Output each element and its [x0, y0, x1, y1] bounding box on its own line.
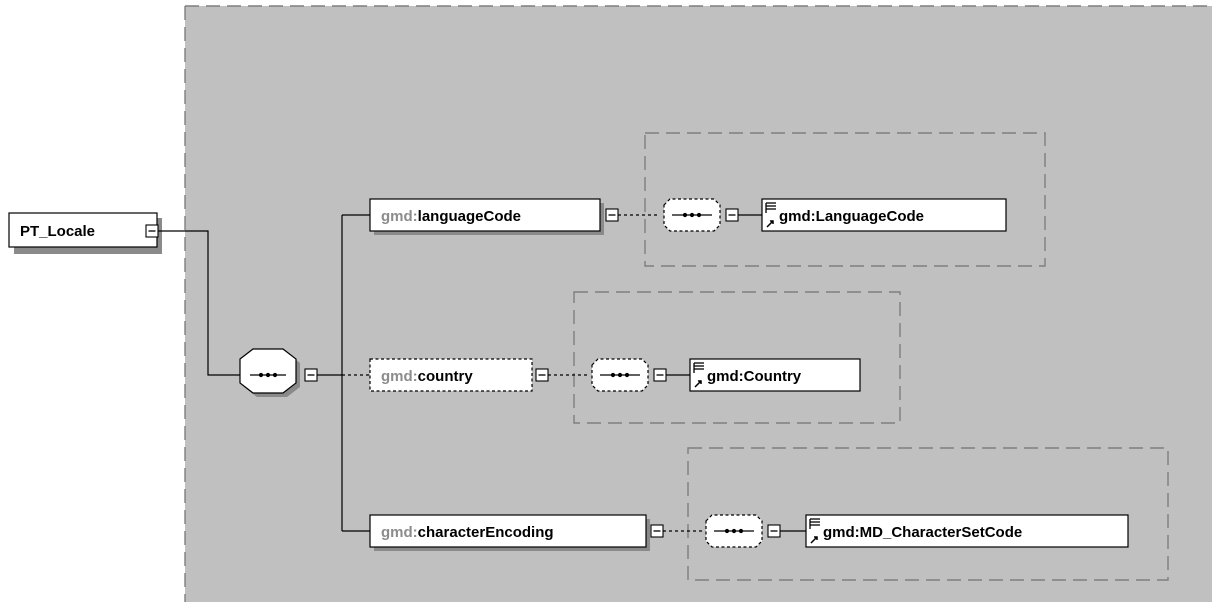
sequence-collapse-toggle[interactable] — [304, 368, 318, 382]
element-name: characterEncoding — [418, 524, 554, 541]
sequence-compositor-icon — [600, 372, 640, 378]
connector-root-sequence — [158, 230, 240, 376]
main-sequence-compositor[interactable] — [239, 348, 300, 397]
country-collapse-toggle[interactable] — [535, 368, 549, 382]
characterencoding-sequence-toggle[interactable] — [767, 524, 781, 538]
type-node-label: gmd:MD_CharacterSetCode — [823, 524, 1022, 541]
languagecode-sequence-compositor[interactable] — [663, 198, 721, 232]
diagram-canvas — [185, 6, 1212, 602]
prefix-separator: : — [413, 368, 418, 385]
languagecode-collapse-toggle[interactable] — [605, 208, 619, 222]
sequence-compositor-icon — [714, 528, 754, 534]
element-label: gmd:languageCode — [381, 208, 521, 225]
element-box — [369, 358, 533, 392]
element-name: country — [418, 368, 474, 385]
sequence-compositor-icon — [250, 372, 286, 378]
root-element[interactable]: PT_Locale — [8, 212, 162, 254]
compositor-shape — [239, 348, 297, 394]
characterencoding-collapse-toggle[interactable] — [650, 524, 664, 538]
type-node-characterencoding[interactable]: gmd:MD_CharacterSetCode — [805, 514, 1129, 548]
namespace-prefix: gmd — [381, 208, 413, 225]
type-reference-icon — [765, 202, 776, 228]
sequence-compositor-icon — [672, 212, 712, 218]
element-label: gmd:country — [381, 368, 473, 385]
type-node-box — [761, 198, 1007, 232]
root-element-label: PT_Locale — [20, 223, 95, 240]
type-node-languagecode[interactable]: gmd:LanguageCode — [761, 198, 1007, 232]
type-reference-icon — [693, 362, 704, 388]
element-languagecode[interactable]: gmd:languageCode — [369, 198, 604, 235]
element-box — [369, 514, 647, 548]
element-characterencoding[interactable]: gmd:characterEncoding — [369, 514, 650, 551]
element-label: gmd:characterEncoding — [381, 524, 554, 541]
type-node-box — [805, 514, 1129, 548]
namespace-prefix: gmd — [381, 524, 413, 541]
root-collapse-toggle[interactable] — [145, 224, 159, 238]
type-reference-icon — [809, 518, 820, 544]
prefix-separator: : — [413, 524, 418, 541]
country-sequence-compositor[interactable] — [591, 358, 649, 392]
element-country[interactable]: gmd:country — [369, 358, 533, 392]
element-name: languageCode — [418, 208, 521, 225]
type-frame-characterencoding — [687, 447, 1169, 581]
characterencoding-sequence-compositor[interactable] — [705, 514, 763, 548]
element-box — [369, 198, 601, 232]
namespace-prefix: gmd — [381, 368, 413, 385]
type-node-country[interactable]: gmd:Country — [689, 358, 861, 392]
prefix-separator: : — [413, 208, 418, 225]
type-node-label: gmd:Country — [707, 368, 802, 385]
country-sequence-toggle[interactable] — [653, 368, 667, 382]
type-frame-country — [573, 291, 901, 424]
type-frame-languagecode — [644, 132, 1046, 267]
languagecode-sequence-toggle[interactable] — [725, 208, 739, 222]
type-node-label: gmd:LanguageCode — [779, 208, 924, 225]
type-node-box — [689, 358, 861, 392]
